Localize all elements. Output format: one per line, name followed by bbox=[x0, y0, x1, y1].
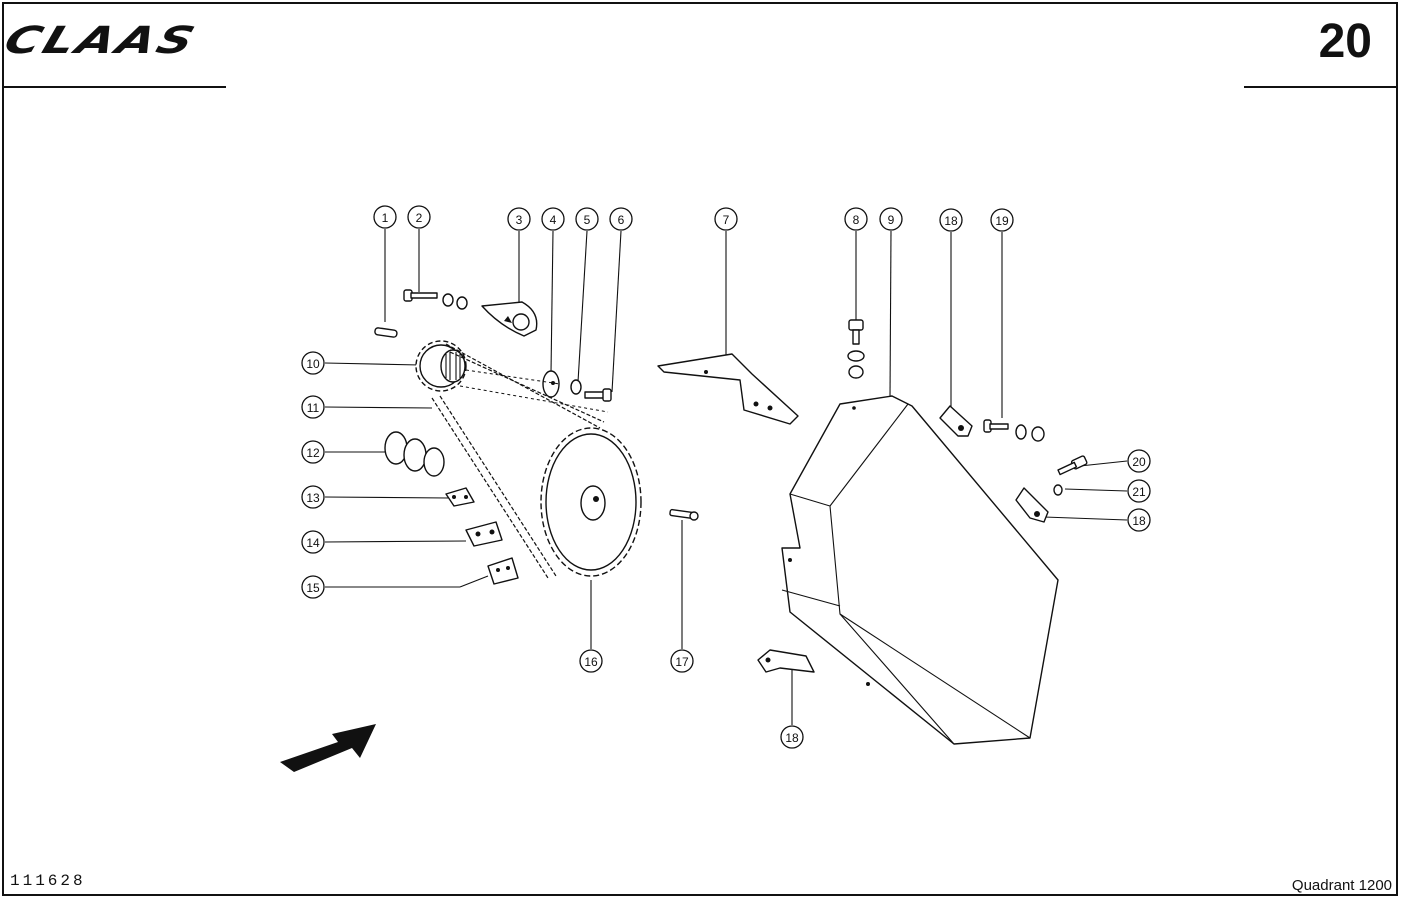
callout-2: 2 bbox=[407, 205, 431, 229]
callout-21: 21 bbox=[1127, 479, 1151, 503]
part-clip-18-bottom bbox=[757, 649, 815, 673]
svg-text:9: 9 bbox=[888, 213, 895, 227]
callout-4: 4 bbox=[541, 207, 565, 231]
svg-text:21: 21 bbox=[1132, 485, 1146, 499]
callout-5: 5 bbox=[575, 207, 599, 231]
part-large-sprocket bbox=[540, 427, 642, 577]
direction-arrow bbox=[280, 724, 376, 772]
header-rule-right bbox=[1244, 86, 1398, 88]
svg-text:11: 11 bbox=[307, 401, 320, 415]
leader-lines bbox=[324, 229, 1128, 725]
svg-text:10: 10 bbox=[306, 357, 320, 371]
callout-7: 7 bbox=[714, 207, 738, 231]
drawing-number: 111628 bbox=[10, 872, 86, 890]
callout-17: 17 bbox=[670, 649, 694, 673]
svg-text:16: 16 bbox=[584, 655, 598, 669]
part-bolt-2 bbox=[403, 289, 468, 310]
part-chain-cover bbox=[781, 395, 1059, 745]
svg-text:18: 18 bbox=[944, 214, 958, 228]
callout-18-right: 18 bbox=[1127, 508, 1151, 532]
model-name: Quadrant 1200 bbox=[1291, 877, 1392, 894]
svg-text:18: 18 bbox=[1132, 514, 1146, 528]
callout-18-bottom: 18 bbox=[780, 725, 804, 749]
svg-text:18: 18 bbox=[785, 731, 799, 745]
part-bracket bbox=[657, 353, 799, 425]
svg-text:2: 2 bbox=[416, 211, 423, 225]
callout-20: 20 bbox=[1127, 449, 1151, 473]
callout-19: 19 bbox=[990, 208, 1014, 232]
callout-13: 13 bbox=[301, 485, 325, 509]
part-key bbox=[374, 327, 398, 338]
svg-text:6: 6 bbox=[618, 213, 625, 227]
callout-14: 14 bbox=[301, 530, 325, 554]
svg-text:13: 13 bbox=[306, 491, 320, 505]
svg-text:14: 14 bbox=[306, 536, 320, 550]
svg-text:4: 4 bbox=[550, 213, 557, 227]
part-pin bbox=[669, 508, 699, 521]
svg-text:17: 17 bbox=[675, 655, 689, 669]
callout-8: 8 bbox=[844, 207, 868, 231]
callout-18-top: 18 bbox=[939, 208, 963, 232]
callout-10: 10 bbox=[301, 351, 325, 375]
part-bolt-8 bbox=[847, 319, 865, 379]
svg-text:7: 7 bbox=[723, 213, 730, 227]
callout-9: 9 bbox=[879, 207, 903, 231]
callout-16: 16 bbox=[579, 649, 603, 673]
page-number: 20 bbox=[1318, 15, 1372, 68]
part-tensioner bbox=[481, 301, 538, 337]
part-chain bbox=[431, 343, 609, 579]
svg-text:3: 3 bbox=[516, 213, 523, 227]
svg-text:19: 19 bbox=[995, 214, 1009, 228]
svg-text:8: 8 bbox=[853, 213, 860, 227]
callouts: 1 2 3 4 5 6 7 8 9 18 19 10 11 12 13 14 1… bbox=[301, 205, 1151, 749]
part-small-sprocket bbox=[415, 340, 467, 392]
svg-text:20: 20 bbox=[1132, 455, 1146, 469]
part-rings bbox=[384, 431, 445, 477]
part-washers-bolt bbox=[542, 370, 612, 402]
part-bolt-19 bbox=[983, 419, 1045, 442]
svg-text:5: 5 bbox=[584, 213, 591, 227]
callout-6: 6 bbox=[609, 207, 633, 231]
part-chain-links bbox=[445, 487, 519, 585]
svg-text:1: 1 bbox=[382, 211, 389, 225]
callout-11: 11 bbox=[301, 395, 325, 419]
part-clip-18-right bbox=[1015, 487, 1049, 523]
callout-1: 1 bbox=[373, 205, 397, 229]
callout-3: 3 bbox=[507, 207, 531, 231]
callout-15: 15 bbox=[301, 575, 325, 599]
callout-12: 12 bbox=[301, 440, 325, 464]
svg-text:12: 12 bbox=[306, 446, 320, 460]
part-clip-18-top bbox=[939, 405, 973, 437]
svg-text:15: 15 bbox=[306, 581, 320, 595]
part-bolt-20-washer-21 bbox=[1053, 455, 1088, 496]
header-rule-left bbox=[2, 86, 226, 88]
